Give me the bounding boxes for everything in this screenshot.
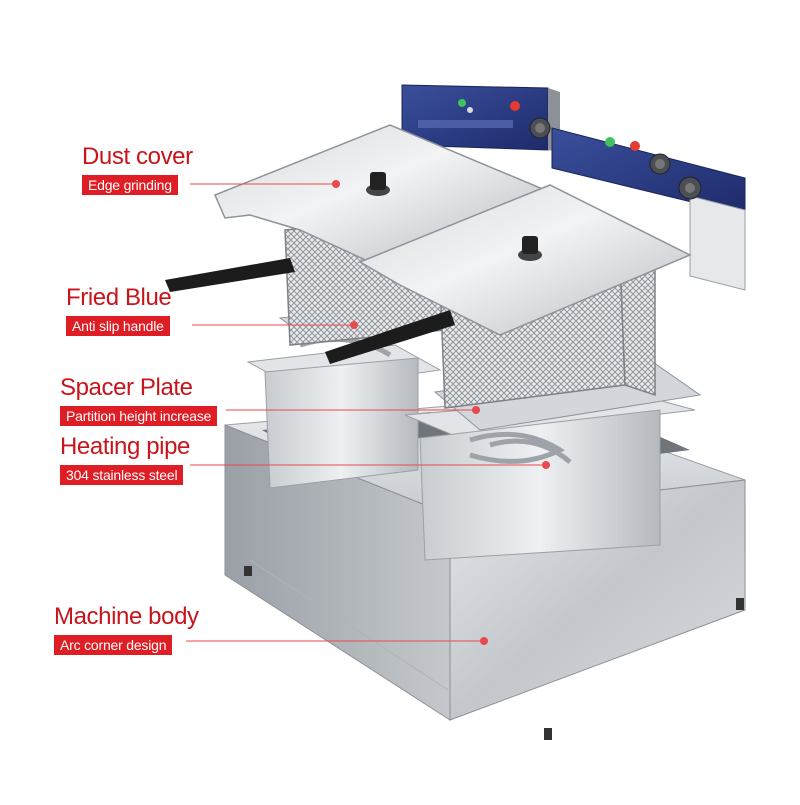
callout-heating-pipe: Heating pipe 304 stainless steel [60,433,190,485]
callout-machine-body: Machine body Arc corner design [54,603,199,655]
callout-leaders [186,180,550,645]
callout-dot-icon [480,637,488,645]
callout-title: Machine body [54,603,199,630]
callout-subtitle: Edge grinding [82,175,178,195]
control-box-right [551,127,746,291]
callout-subtitle: Anti slip handle [66,316,170,336]
oil-tank-right [404,394,696,561]
callout-spacer-plate: Spacer Plate Partition height increase [60,374,218,426]
callout-dot-icon [332,180,340,188]
callout-title: Spacer Plate [60,374,193,401]
callout-title: Fried Blue [66,284,172,311]
callout-dot-icon [350,321,358,329]
dust-cover-left [214,124,547,263]
callout-subtitle: 304 stainless steel [60,465,184,485]
callout-subtitle: Partition height increase [60,406,218,426]
callout-title: Dust cover [82,143,193,170]
callout-title: Heating pipe [60,433,190,460]
callout-subtitle: Arc corner design [54,635,173,655]
callout-dot-icon [542,461,550,469]
oil-tank-left [246,344,442,489]
dust-cover-right [358,184,692,336]
callout-fried-blue: Fried Blue Anti slip handle [66,284,172,336]
callout-dust-cover: Dust cover Edge grinding [82,143,193,195]
callout-dot-icon [472,406,480,414]
control-box-left [401,84,560,152]
